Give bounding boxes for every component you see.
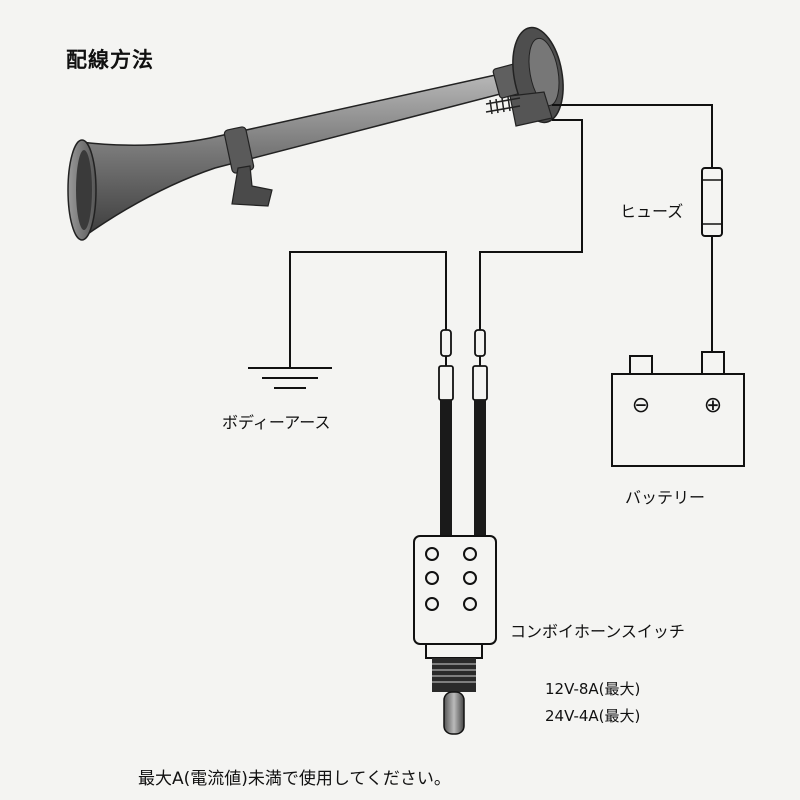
ground-label: ボディーアース: [222, 413, 331, 432]
switch-label: コンボイホーンスイッチ: [510, 622, 685, 641]
switch-connectors: [438, 329, 488, 540]
usage-note: 最大A(電流値)未満で使用してください。: [138, 769, 451, 789]
battery: ⊖ ⊕: [611, 351, 745, 467]
fuse-label: ヒューズ: [620, 202, 684, 221]
ground-symbol: [248, 367, 332, 389]
air-horn: [67, 26, 564, 241]
wires: [289, 104, 713, 368]
fuse: [701, 167, 723, 237]
diagram-title: 配線方法: [66, 48, 154, 72]
battery-positive-terminal: ⊕: [704, 393, 722, 418]
rating-12v: 12V-8A(最大): [545, 680, 641, 698]
battery-label: バッテリー: [625, 488, 706, 507]
rating-24v: 24V-4A(最大): [545, 707, 641, 725]
battery-negative-terminal: ⊖: [632, 393, 650, 418]
convoy-horn-switch: [413, 535, 497, 735]
